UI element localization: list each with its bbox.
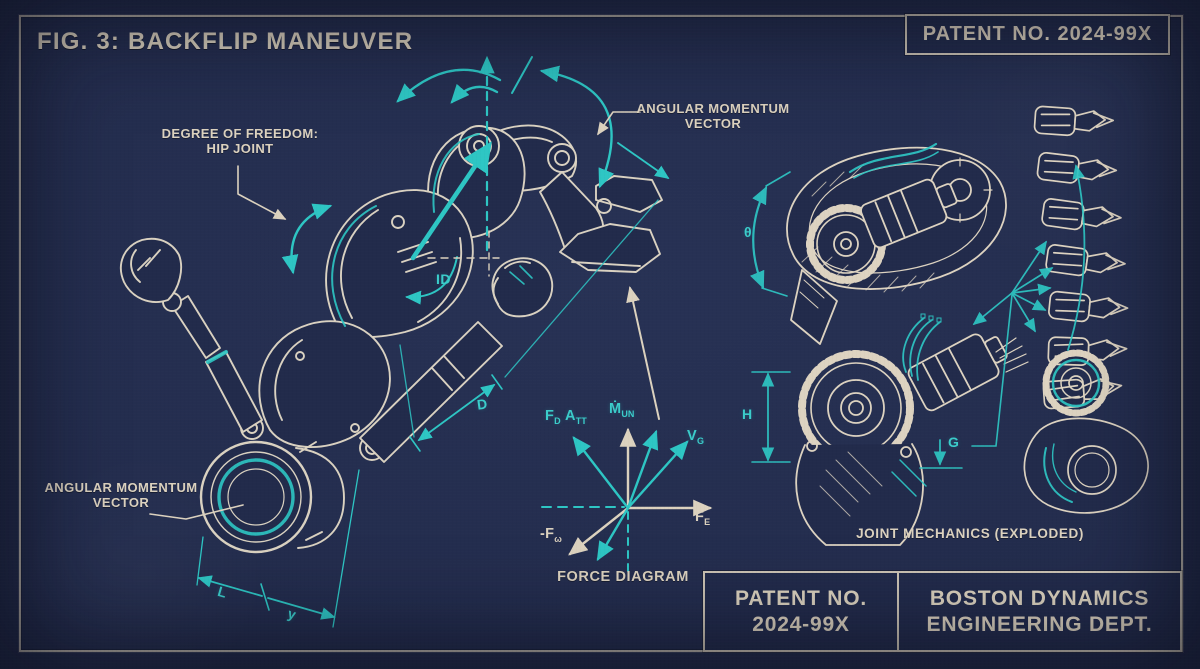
figure-title: FIG. 3: BACKFLIP MANEUVER <box>37 28 414 55</box>
title-block: PATENT NO. 2024-99X BOSTON DYNAMICS ENGI… <box>703 571 1182 652</box>
dim-label-ID: ID <box>436 271 451 287</box>
callout-angular-momentum-top: ANGULAR MOMENTUM VECTOR <box>628 101 798 131</box>
callout-am-bottom-line1: ANGULAR MOMENTUM <box>44 480 198 495</box>
vector-fd-sub: D <box>554 415 561 426</box>
vector-att-sub: TT <box>575 415 587 426</box>
callout-am-bottom-line2: VECTOR <box>92 495 150 510</box>
caption-force-diagram: FORCE DIAGRAM <box>557 569 689 585</box>
force-diagram <box>541 427 713 575</box>
vector-fe-sub: E <box>704 516 711 527</box>
dim-label-H: H <box>742 406 753 422</box>
title-block-patent-line1: PATENT NO. <box>734 586 868 610</box>
motion-annotations <box>196 55 670 628</box>
title-block-patent-line2: 2024-99X <box>752 612 850 636</box>
callout-dof-line1: DEGREE OF FREEDOM: <box>161 126 319 141</box>
robot-teal-accents <box>206 133 533 536</box>
vector-fd-main: F <box>545 408 555 424</box>
callout-degree-of-freedom: DEGREE OF FREEDOM: HIP JOINT <box>160 126 320 156</box>
callout-am-top-line2: VECTOR <box>684 116 742 131</box>
vector-fw-main: -F <box>540 526 555 542</box>
spine-drawing <box>972 105 1149 514</box>
vector-fw-sub: ω <box>554 533 562 544</box>
vector-mun-main: Ṁ <box>609 401 622 417</box>
blueprint-frame <box>19 15 1183 652</box>
vector-mun-sub: UN <box>621 408 635 419</box>
dim-label-G: G <box>948 434 960 450</box>
joint-mechanics-teal <box>750 142 1013 497</box>
vector-label-vg: VG <box>687 428 704 446</box>
callout-am-top-line1: ANGULAR MOMENTUM <box>636 101 790 116</box>
joint-mechanics-drawing <box>786 146 1029 546</box>
callout-dof-line2: HIP JOINT <box>206 141 274 156</box>
callout-angular-momentum-bottom: ANGULAR MOMENTUM VECTOR <box>36 480 206 510</box>
vector-label-mun: ṀUN <box>609 401 634 419</box>
vector-vg-sub: G <box>696 435 704 446</box>
leader-lines <box>149 111 660 520</box>
vector-fe-main: F <box>695 509 705 525</box>
vector-label-fd-att: FD ATT <box>545 408 587 426</box>
title-block-org-line2: ENGINEERING DEPT. <box>926 612 1153 636</box>
title-block-organization: BOSTON DYNAMICS ENGINEERING DEPT. <box>899 573 1180 650</box>
dim-label-D: D <box>475 395 489 413</box>
caption-joint-mechanics: JOINT MECHANICS (EXPLODED) <box>856 526 1084 541</box>
dim-label-theta: θ <box>744 224 753 240</box>
title-block-org-line1: BOSTON DYNAMICS <box>929 586 1150 610</box>
title-block-patent: PATENT NO. 2024-99X <box>705 573 899 650</box>
vector-label-fe: FE <box>695 509 710 527</box>
vector-vg-main: V <box>687 428 697 444</box>
patent-number-box: PATENT NO. 2024-99X <box>905 14 1170 55</box>
patent-number-text: PATENT NO. 2024-99X <box>922 23 1153 45</box>
vector-att-main: A <box>565 408 576 424</box>
vector-label-fw: -Fω <box>540 526 562 544</box>
